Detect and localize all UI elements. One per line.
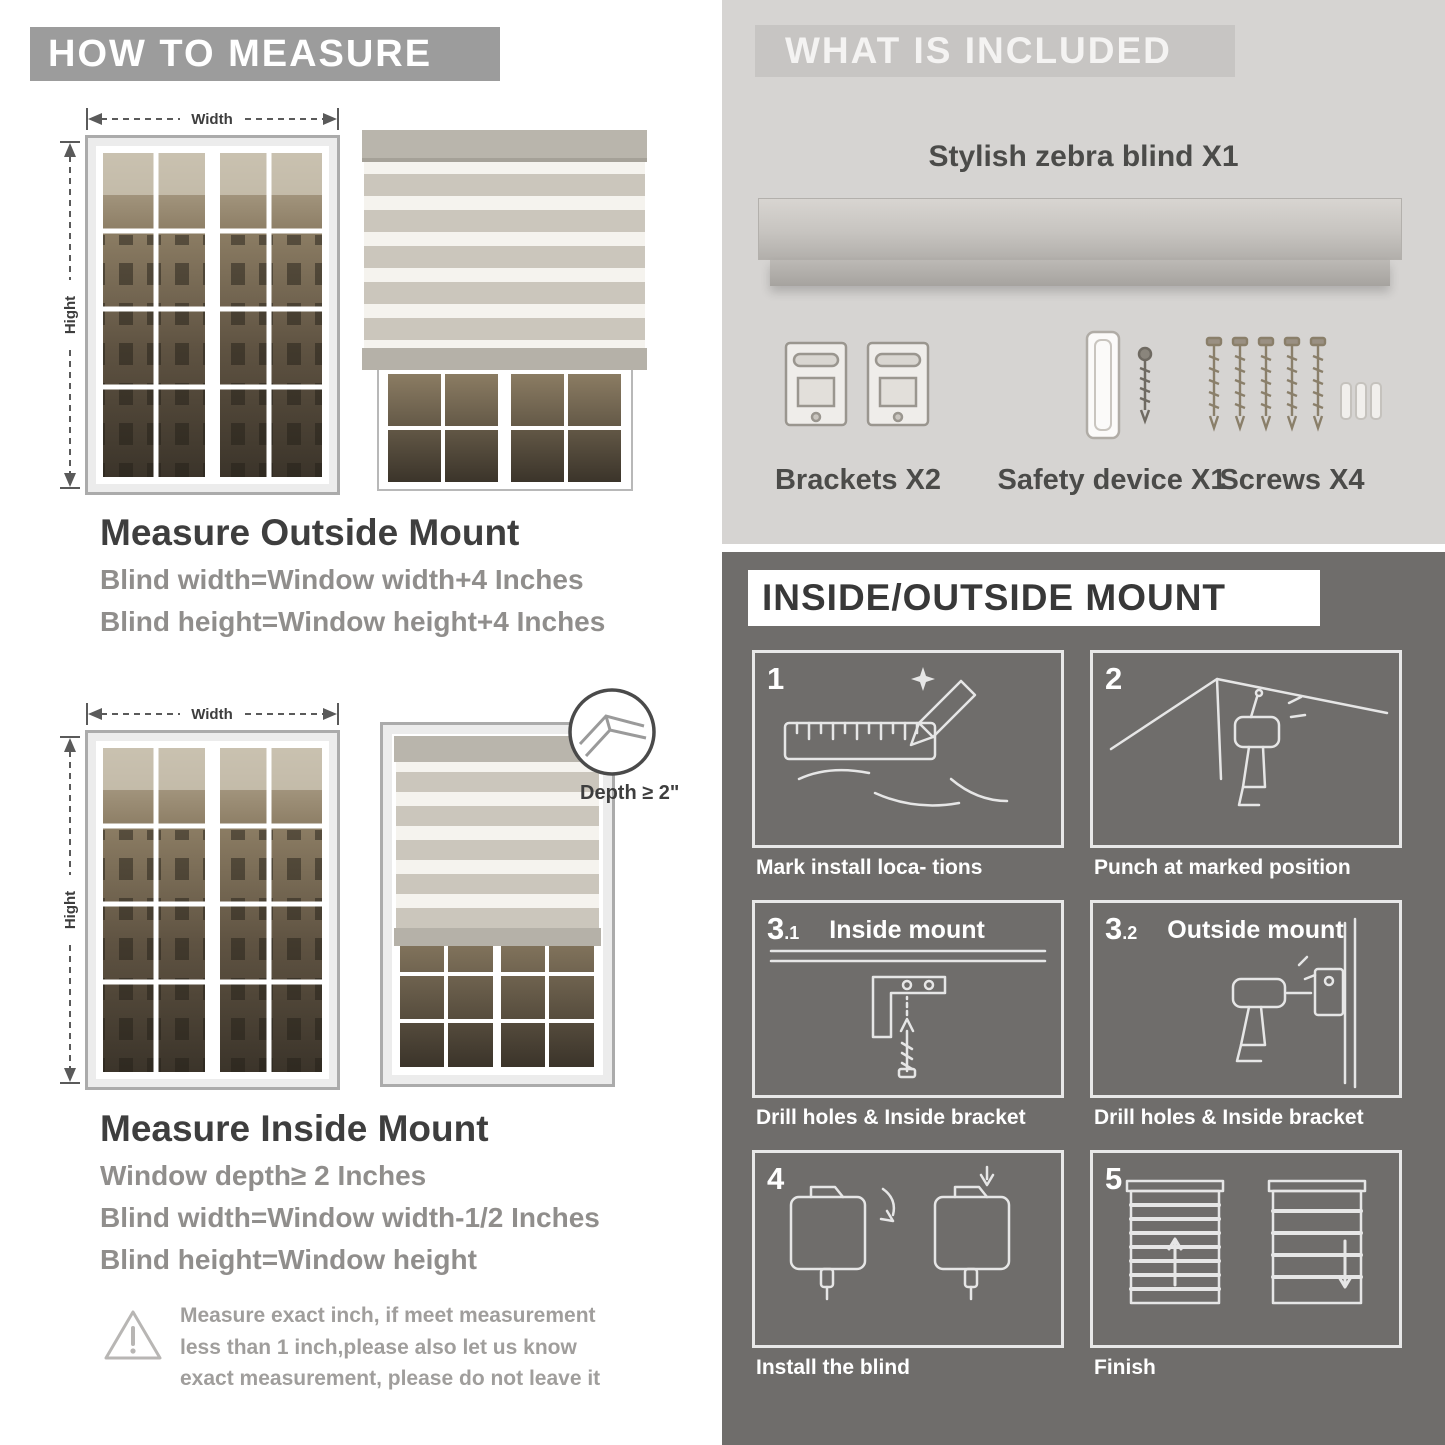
step-3-1-panel: 3.1 Inside mount [752, 900, 1064, 1098]
step-1-number: 1 [767, 661, 785, 696]
inside-mount-line1: Window depth≥ 2 Inches [100, 1160, 427, 1191]
brackets-icon [784, 341, 930, 427]
step-3-1-caption: Drill holes & Inside bracket [756, 1106, 1026, 1129]
screws-icon [1205, 336, 1382, 432]
step-5-illustration [1125, 1179, 1367, 1305]
outside-mount-heading: Measure Outside Mount [100, 512, 520, 553]
step-1-caption: Mark install loca- tions [756, 856, 983, 879]
height-arrow: Hight [60, 736, 80, 1084]
outside-mount-line2: Blind height=Window height+4 Inches [100, 606, 606, 637]
height-arrow-label: Hight [62, 891, 79, 929]
step-1-illustration [783, 667, 1009, 807]
step-3-2-label: Outside mount [1167, 916, 1344, 944]
outside-mount-line1: Blind width=Window width+4 Inches [100, 564, 584, 595]
width-arrow-label: Width [191, 706, 233, 723]
mount-title: INSIDE/OUTSIDE MOUNT [762, 577, 1227, 618]
zebra-blind-illustration-inside [380, 722, 615, 1087]
step-2-panel: 2 [1090, 650, 1402, 848]
how-to-measure-title: HOW TO MEASURE [48, 32, 433, 75]
step-5-caption: Finish [1094, 1356, 1156, 1379]
zebra-blind-illustration-outside [362, 130, 647, 491]
step-1-panel: 1 [752, 650, 1064, 848]
product-label: Stylish zebra blind X1 [928, 140, 1239, 173]
screws-label: Screws X4 [1219, 464, 1365, 496]
safety-device-label: Safety device X1 [997, 464, 1227, 496]
step-3-1-label: Inside mount [829, 916, 985, 944]
step-2-illustration [1109, 677, 1389, 807]
step-3-2-illustration [1231, 917, 1357, 1089]
step-2-number: 2 [1105, 661, 1123, 696]
blind-headrail-fascia [770, 260, 1390, 286]
step-5-number: 5 [1105, 1161, 1123, 1196]
width-arrow-label: Width [191, 111, 233, 128]
measurement-note: Measure exact inch, if meet measurement … [180, 1304, 601, 1390]
mount-title-banner: INSIDE/OUTSIDE MOUNT [748, 570, 1320, 626]
inside-mount-heading: Measure Inside Mount [100, 1108, 489, 1149]
width-arrow: Width [86, 703, 339, 725]
step-3-2-number: 3.2 Outside mount [1105, 911, 1344, 946]
inside-mount-line2: Blind width=Window width-1/2 Inches [100, 1202, 600, 1233]
step-2-caption: Punch at marked position [1094, 856, 1351, 879]
height-arrow: Hight [60, 141, 80, 489]
inside-mount-line3: Blind height=Window height [100, 1244, 477, 1275]
depth-detail-magnifier-icon [568, 688, 656, 776]
step-3-2-caption: Drill holes & Inside bracket [1094, 1106, 1364, 1129]
step-4-illustration [789, 1165, 1011, 1301]
step-4-panel: 4 [752, 1150, 1064, 1348]
window-illustration-outside [85, 135, 340, 495]
step-4-number: 4 [767, 1161, 785, 1196]
warning-icon [104, 1310, 162, 1360]
what-is-included-banner: WHAT IS INCLUDED [755, 25, 1235, 77]
window-illustration-inside [85, 730, 340, 1090]
brackets-label: Brackets X2 [774, 464, 942, 496]
safety-device-icon [1085, 330, 1153, 440]
step-3-1-number: 3.1 Inside mount [767, 911, 985, 946]
height-arrow-label: Hight [62, 296, 79, 334]
width-arrow: Width [86, 108, 339, 130]
depth-label: Depth ≥ 2" [580, 782, 680, 804]
step-4-caption: Install the blind [756, 1356, 911, 1379]
what-is-included-title: WHAT IS INCLUDED [785, 30, 1172, 71]
step-5-panel: 5 [1090, 1150, 1402, 1348]
how-to-measure-banner: HOW TO MEASURE [30, 27, 500, 81]
step-3-2-panel: 3.2 Outside mount [1090, 900, 1402, 1098]
blind-headrail-image [758, 198, 1402, 260]
step-3-1-illustration [769, 949, 1047, 1079]
